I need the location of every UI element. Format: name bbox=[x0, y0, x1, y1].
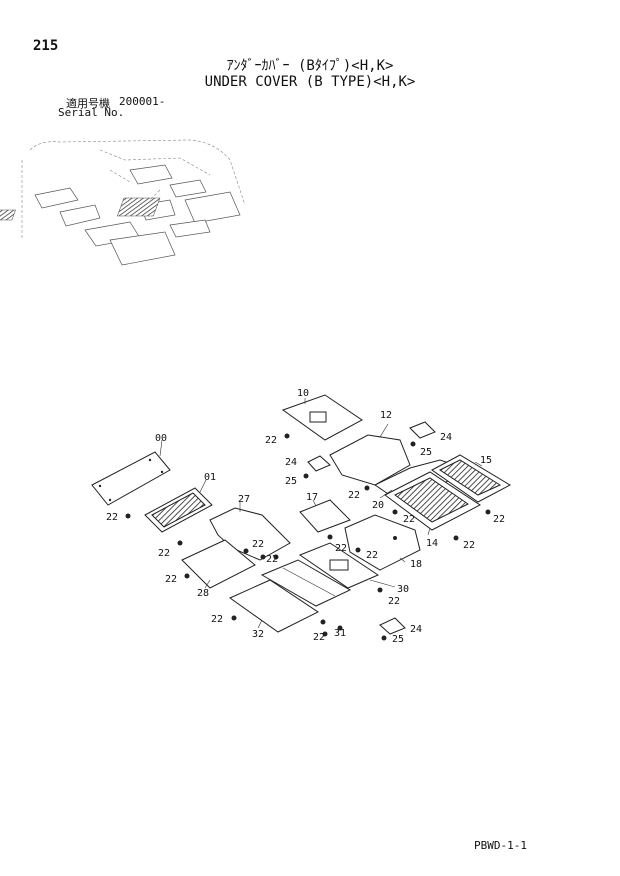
part-31 bbox=[260, 559, 352, 607]
svg-text:24: 24 bbox=[410, 624, 422, 635]
callout-17: 17 bbox=[306, 492, 318, 503]
callout-10: 10 bbox=[297, 388, 309, 399]
part-32 bbox=[228, 579, 319, 633]
callout-24: 24 bbox=[440, 432, 452, 443]
part-17 bbox=[299, 499, 351, 533]
serial-label-en: Serial No. bbox=[58, 106, 125, 119]
part-27 bbox=[209, 502, 291, 561]
part-18 bbox=[344, 514, 421, 571]
callout-labels: 00 01 10 12 14 15 17 18 20 22 22 22 22 2… bbox=[106, 388, 505, 645]
svg-text:22: 22 bbox=[463, 540, 475, 551]
svg-text:22: 22 bbox=[366, 550, 378, 561]
part-14 bbox=[384, 471, 481, 536]
svg-text:22: 22 bbox=[265, 435, 277, 446]
svg-text:22: 22 bbox=[211, 614, 223, 625]
svg-text:22: 22 bbox=[493, 514, 505, 525]
svg-text:25: 25 bbox=[392, 634, 404, 645]
svg-text:24: 24 bbox=[285, 457, 297, 468]
part-01 bbox=[144, 479, 213, 533]
callout-25: 25 bbox=[420, 447, 432, 458]
callout-14: 14 bbox=[426, 538, 438, 549]
callout-01: 01 bbox=[204, 472, 216, 483]
footer-code: PBWD-1-1 bbox=[474, 839, 527, 852]
svg-text:22: 22 bbox=[266, 554, 278, 565]
svg-text:22: 22 bbox=[403, 514, 415, 525]
svg-text:22: 22 bbox=[165, 574, 177, 585]
overview-thumbnail bbox=[0, 139, 246, 266]
page-title-en: UNDER COVER (B TYPE)<H,K> bbox=[204, 74, 416, 90]
callout-22: 22 bbox=[106, 512, 118, 523]
part-28 bbox=[181, 539, 256, 589]
svg-text:22: 22 bbox=[335, 543, 347, 554]
callout-32: 32 bbox=[252, 629, 264, 640]
callout-00: 00 bbox=[155, 433, 167, 444]
callout-28: 28 bbox=[197, 588, 209, 599]
callout-30: 30 bbox=[397, 584, 409, 595]
page-number: 215 bbox=[33, 38, 59, 54]
part-10 bbox=[281, 394, 363, 441]
svg-text:22: 22 bbox=[252, 539, 264, 550]
part-30 bbox=[298, 542, 396, 589]
svg-text:22: 22 bbox=[348, 490, 360, 501]
svg-text:22: 22 bbox=[313, 632, 325, 643]
part-24-plates bbox=[307, 421, 436, 635]
callout-31: 31 bbox=[334, 628, 346, 639]
callout-12: 12 bbox=[380, 410, 392, 421]
svg-text:22: 22 bbox=[158, 548, 170, 559]
page-title-jp: ｱﾝﾀﾞｰｶﾊﾞｰ (Bﾀｲﾌﾟ)<H,K> bbox=[226, 58, 394, 74]
bolts bbox=[125, 433, 491, 641]
serial-value: 200001- bbox=[119, 95, 166, 108]
callout-27: 27 bbox=[238, 494, 250, 505]
part-00 bbox=[91, 439, 171, 506]
callout-15: 15 bbox=[480, 455, 492, 466]
callout-18: 18 bbox=[410, 559, 422, 570]
serial-label-jp: 適用号機 bbox=[66, 97, 110, 110]
part-12 bbox=[329, 423, 411, 486]
svg-text:25: 25 bbox=[285, 476, 297, 487]
svg-text:22: 22 bbox=[388, 596, 400, 607]
part-15 bbox=[431, 454, 512, 503]
callout-20: 20 bbox=[372, 500, 384, 511]
